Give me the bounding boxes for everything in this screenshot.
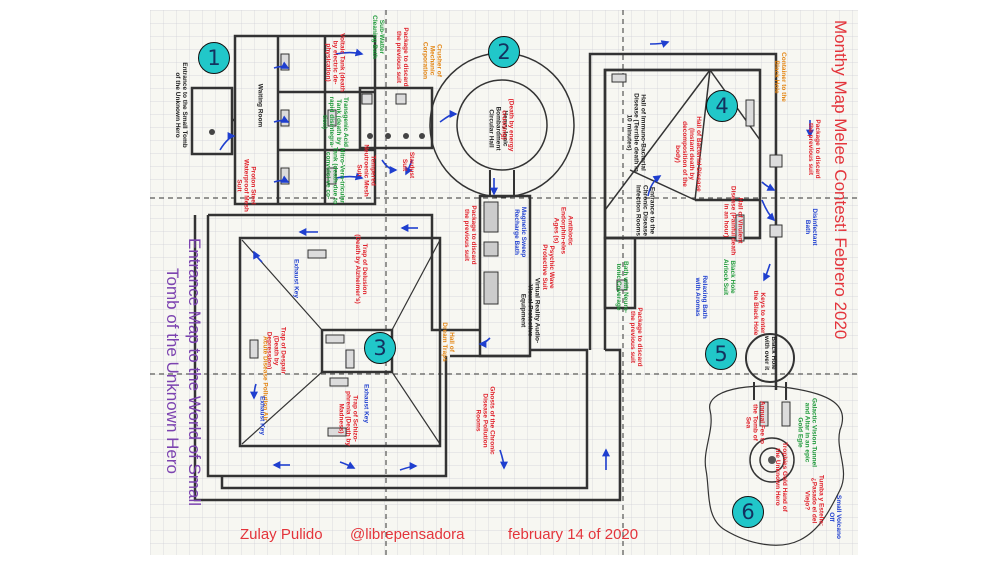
area-5-badge: 5 bbox=[705, 338, 737, 370]
label-trap-delusion: Trap of Delusion (Death by Alzheimer's) bbox=[354, 234, 368, 304]
area-6-badge: 6 bbox=[732, 496, 764, 528]
label-package-discard-2: Package to discard the previous suit bbox=[463, 205, 477, 265]
label-bacterial-hall: Hall of Immuno-Bacterial Disease (Terrib… bbox=[625, 93, 647, 172]
label-container: Container to the Black Hole bbox=[773, 52, 787, 102]
label-entrance: Entrance to the Small Tomb of the Unknow… bbox=[174, 62, 188, 148]
label-virulent: Hall of Virulent Disease (Painful death … bbox=[722, 185, 744, 256]
area-1-badge: 1 bbox=[198, 42, 230, 74]
label-trap-despair: Trap of Despair (Death by Depression) bbox=[265, 326, 287, 375]
contest-title: Monthy Map Melee Contest! Febrero 2020 bbox=[831, 20, 850, 340]
label-annual-fee: Annual Fee to the Tomb of Sea bbox=[744, 401, 766, 444]
area-2-badge: 2 bbox=[488, 36, 520, 68]
label-waiting-room: Waiting Room bbox=[256, 83, 264, 128]
label-exhaust-key-1: Exhaust Key bbox=[292, 258, 300, 299]
label-magnetic: Magnetic Sweep Recharge Bath bbox=[513, 206, 527, 258]
map-title-line2: Tomb of the Unknown Hero bbox=[163, 268, 182, 474]
label-voltaic: Voltaic Tank (death by electric de-physi… bbox=[324, 33, 346, 92]
label-package-discard-1: Package to discard the previous suit bbox=[395, 27, 409, 87]
label-chronic-entrance: Entrance to the Chronic Disease Infectio… bbox=[634, 185, 656, 236]
label-antibiotic: Antibiotic Endorphin-eles Ages (s) bbox=[552, 206, 574, 255]
label-bath-neuro: Bath with Neuro-tonic Coverage bbox=[615, 261, 629, 313]
label-exhaust-key-3: Exhaust Key bbox=[362, 383, 370, 424]
label-black-hole-airlock: Black Hole Airlock Suit bbox=[722, 258, 736, 296]
label-package-discard-4: Package to discard the previous suit bbox=[807, 119, 821, 179]
label-galactic-vision: Galactic Vision Tunnel and Altar in an e… bbox=[796, 397, 818, 468]
footer-author: Zulay Pulido bbox=[240, 526, 323, 543]
label-virtual-reality: Virtual Reality Audio-Visual Protective … bbox=[519, 277, 541, 344]
area-4-badge: 4 bbox=[706, 90, 738, 122]
footer-handle: @librepensadora bbox=[350, 526, 465, 543]
label-trap-schizo: Trap of Schizo-phrenia (Death by Madness… bbox=[337, 391, 359, 446]
map-drawing bbox=[150, 10, 858, 555]
label-package-discard-3: Package to discard the previous suit bbox=[629, 307, 643, 367]
label-transgenic: Transgenic Acid Tank (death by rapid dis… bbox=[321, 96, 349, 148]
label-stardust: Stardust Suit bbox=[401, 151, 415, 179]
label-tumba: Tumba y Estelle: ¿Pasado el del Viejo? bbox=[803, 474, 825, 527]
label-crusher: Crusher of Mechanic Corporation bbox=[421, 41, 443, 80]
label-proton-steel: Proton Steel Waterproof Mesh Suit bbox=[235, 159, 257, 212]
label-death-energy: (Death by energy crushing) bbox=[500, 98, 515, 152]
label-exhaust-key-2: Exhaust Key bbox=[258, 395, 266, 436]
label-hall-traps: Hall of Dream Traps bbox=[441, 322, 455, 362]
label-ghosts: Ghosts of the Chronic Disease Pollution … bbox=[474, 386, 496, 455]
map-title-line1: Entrance Map to the World of Small bbox=[185, 238, 204, 507]
footer-date: february 14 of 2020 bbox=[508, 526, 639, 543]
label-disinfectant: Disinfectant Bath bbox=[804, 208, 818, 246]
label-black-hole-with: Black Hole with over it bbox=[763, 335, 777, 371]
label-relaxing: Relaxing Bath with Aromas bbox=[694, 275, 708, 319]
label-bacterial-disease: Hall of Bacterial Disease (Instant death… bbox=[674, 116, 702, 192]
label-trophies: Trophies Gold Hand of the Unknown Hero bbox=[774, 442, 788, 512]
label-tempered: Tempered Neutroenic Mesh Suit bbox=[355, 144, 377, 197]
label-nitro: Nitro-Vern-tricular Tank (death due to c… bbox=[324, 146, 346, 205]
map-sheet: 1 2 3 4 5 6 Entrance to the Small Tomb o… bbox=[150, 10, 858, 555]
label-sub-water: Sub-Watter Cleaning Bath bbox=[371, 15, 385, 59]
label-small-volcano: Small Volcano Off bbox=[828, 495, 842, 539]
area-3-badge: 3 bbox=[364, 332, 396, 364]
